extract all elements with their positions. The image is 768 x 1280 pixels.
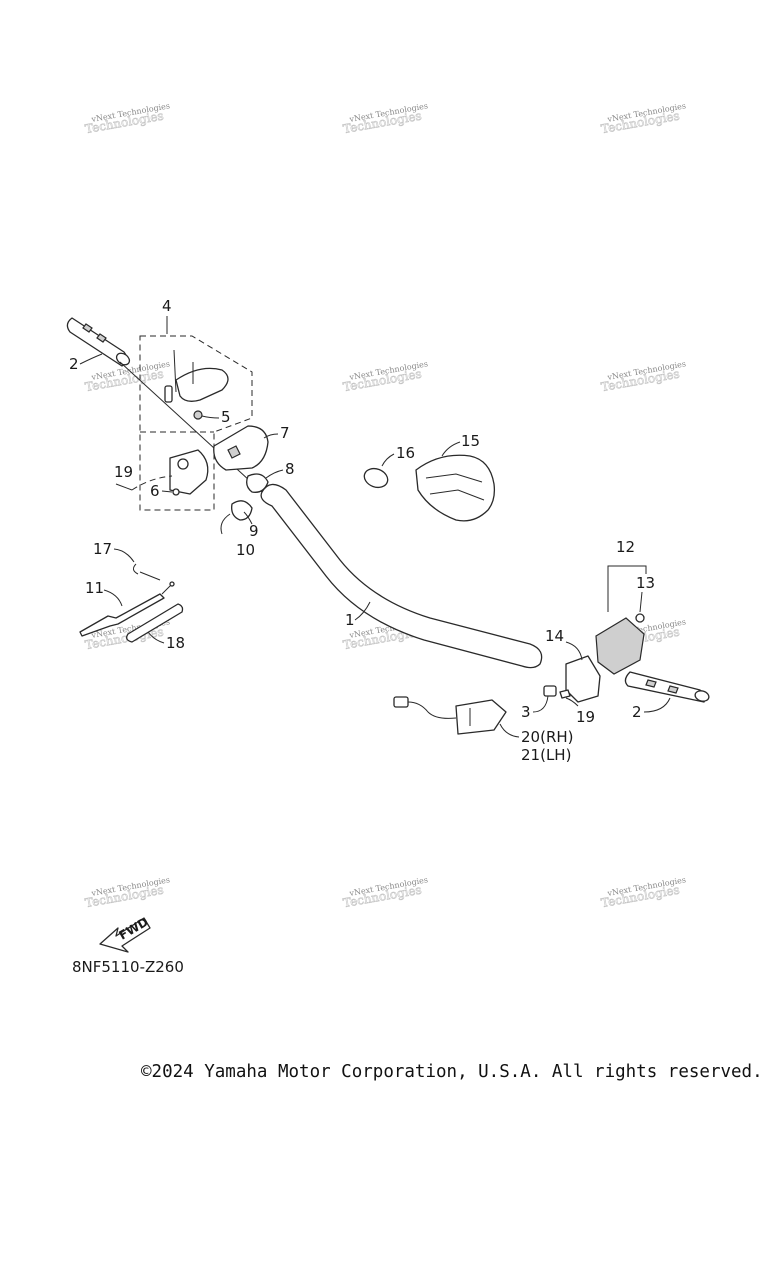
right-controls (543, 613, 710, 703)
grip-harness (393, 696, 507, 735)
callout-label: 8 (285, 460, 295, 478)
callout-label: 1 (345, 611, 355, 629)
callout-label: 19 (576, 708, 595, 726)
copyright-notice: ©2024 Yamaha Motor Corporation, U.S.A. A… (141, 1062, 763, 1082)
throttle-cable (79, 563, 184, 643)
callout-label: 10 (236, 541, 255, 559)
callout-label: 11 (85, 579, 104, 597)
callout-label: 5 (221, 408, 231, 426)
callout-label: 20(RH) (521, 728, 574, 746)
callout-label: 21(LH) (521, 746, 571, 764)
small-switch (220, 500, 253, 535)
fwd-arrow-icon: FWD (99, 915, 151, 953)
diagram-code: 8NF5110-Z260 (72, 958, 184, 976)
callout-label: 13 (636, 574, 655, 592)
watermark: Technologies vNext Technologies (342, 875, 429, 910)
handlebar-pad (363, 454, 496, 522)
callout-label: 17 (93, 540, 112, 558)
callout-label: 15 (461, 432, 480, 450)
clamp (246, 473, 269, 493)
callout-label: 6 (150, 482, 160, 500)
callout-label: 14 (545, 627, 564, 645)
watermark: Technologies vNext Technologies (84, 875, 171, 910)
callout-group: 1 2 2 3 4 5 6 7 8 9 10 11 12 13 14 15 16 (69, 297, 671, 764)
callout-label: 12 (616, 538, 635, 556)
watermark: Technologies vNext Technologies (342, 359, 429, 394)
left-grip (66, 317, 131, 367)
callout-label: 2 (632, 703, 642, 721)
switch-housing (213, 425, 269, 471)
callout-label: 7 (280, 424, 290, 442)
watermark: Technologies vNext Technologies (84, 101, 171, 136)
callout-label: 16 (396, 444, 415, 462)
callout-label: 4 (162, 297, 172, 315)
callout-label: 18 (166, 634, 185, 652)
watermark-group: Technologies vNext Technologies Technolo… (84, 101, 687, 910)
callout-label: 9 (249, 522, 259, 540)
watermark: Technologies vNext Technologies (600, 359, 687, 394)
callout-label: 2 (69, 355, 79, 373)
callout-label: 3 (521, 703, 531, 721)
throttle-assembly (139, 335, 253, 511)
left-wire-connector (115, 475, 173, 491)
watermark: Technologies vNext Technologies (600, 101, 687, 136)
watermark: Technologies vNext Technologies (342, 101, 429, 136)
watermark: Technologies vNext Technologies (600, 875, 687, 910)
callout-label: 19 (114, 463, 133, 481)
handlebar (119, 361, 543, 669)
